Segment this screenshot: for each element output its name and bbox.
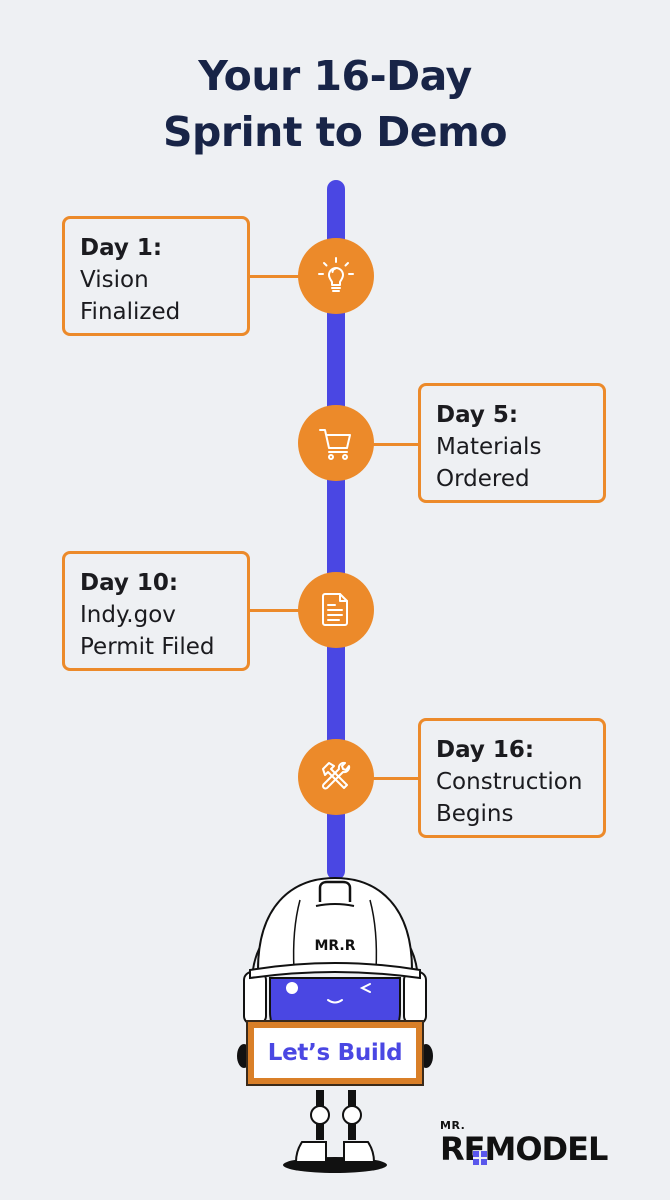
logo-window-icon: [473, 1151, 487, 1165]
milestone-desc-line-1: Materials: [436, 434, 542, 460]
milestone-desc-line-1: Construction: [436, 769, 583, 795]
connector-line: [372, 777, 420, 780]
milestone-node-day-10: [298, 572, 374, 648]
lightbulb-icon: [318, 257, 354, 292]
milestone-node-day-5: [298, 405, 374, 481]
page-title: Your 16-Day Sprint to Demo: [0, 48, 670, 160]
milestone-desc-line-2: Permit Filed: [80, 634, 215, 660]
connector-line: [372, 443, 420, 446]
milestone-day: Day 16:: [436, 737, 535, 763]
lets-build-sign: Let’s Build: [246, 1020, 424, 1086]
milestone-day: Day 1:: [80, 235, 163, 261]
hammer-wrench-icon: [322, 761, 351, 790]
document-icon: [322, 593, 348, 626]
milestone-card-day-16: Day 16: Construction Begins: [418, 718, 606, 838]
title-line-2: Sprint to Demo: [163, 108, 507, 156]
milestone-node-day-16: [298, 739, 374, 815]
title-line-1: Your 16-Day: [198, 52, 472, 100]
milestone-desc-line-1: Vision: [80, 267, 149, 293]
milestone-node-day-1: [298, 238, 374, 314]
milestone-desc-line-1: Indy.gov: [80, 602, 176, 628]
connector-line: [250, 609, 300, 612]
sign-text: Let’s Build: [267, 1040, 403, 1066]
logo-main-text: REMODEL: [440, 1130, 608, 1168]
milestone-day: Day 5:: [436, 402, 519, 428]
milestone-card-day-1: Day 1: Vision Finalized: [62, 216, 250, 336]
helmet-label: MR.R: [314, 938, 355, 954]
connector-line: [250, 275, 300, 278]
milestone-day: Day 10:: [80, 570, 179, 596]
shopping-cart-icon: [319, 429, 351, 460]
timeline-line: [327, 180, 345, 880]
milestone-card-day-10: Day 10: Indy.gov Permit Filed: [62, 551, 250, 671]
milestone-card-day-5: Day 5: Materials Ordered: [418, 383, 606, 503]
logo-top-text: MR.: [440, 1119, 466, 1132]
mascot-illustration: MR.R: [237, 876, 433, 1173]
milestone-desc-line-2: Ordered: [436, 466, 530, 492]
mr-remodel-logo: MR. REMODEL: [440, 1120, 640, 1170]
milestone-desc-line-2: Begins: [436, 801, 514, 827]
milestone-desc-line-2: Finalized: [80, 299, 181, 325]
